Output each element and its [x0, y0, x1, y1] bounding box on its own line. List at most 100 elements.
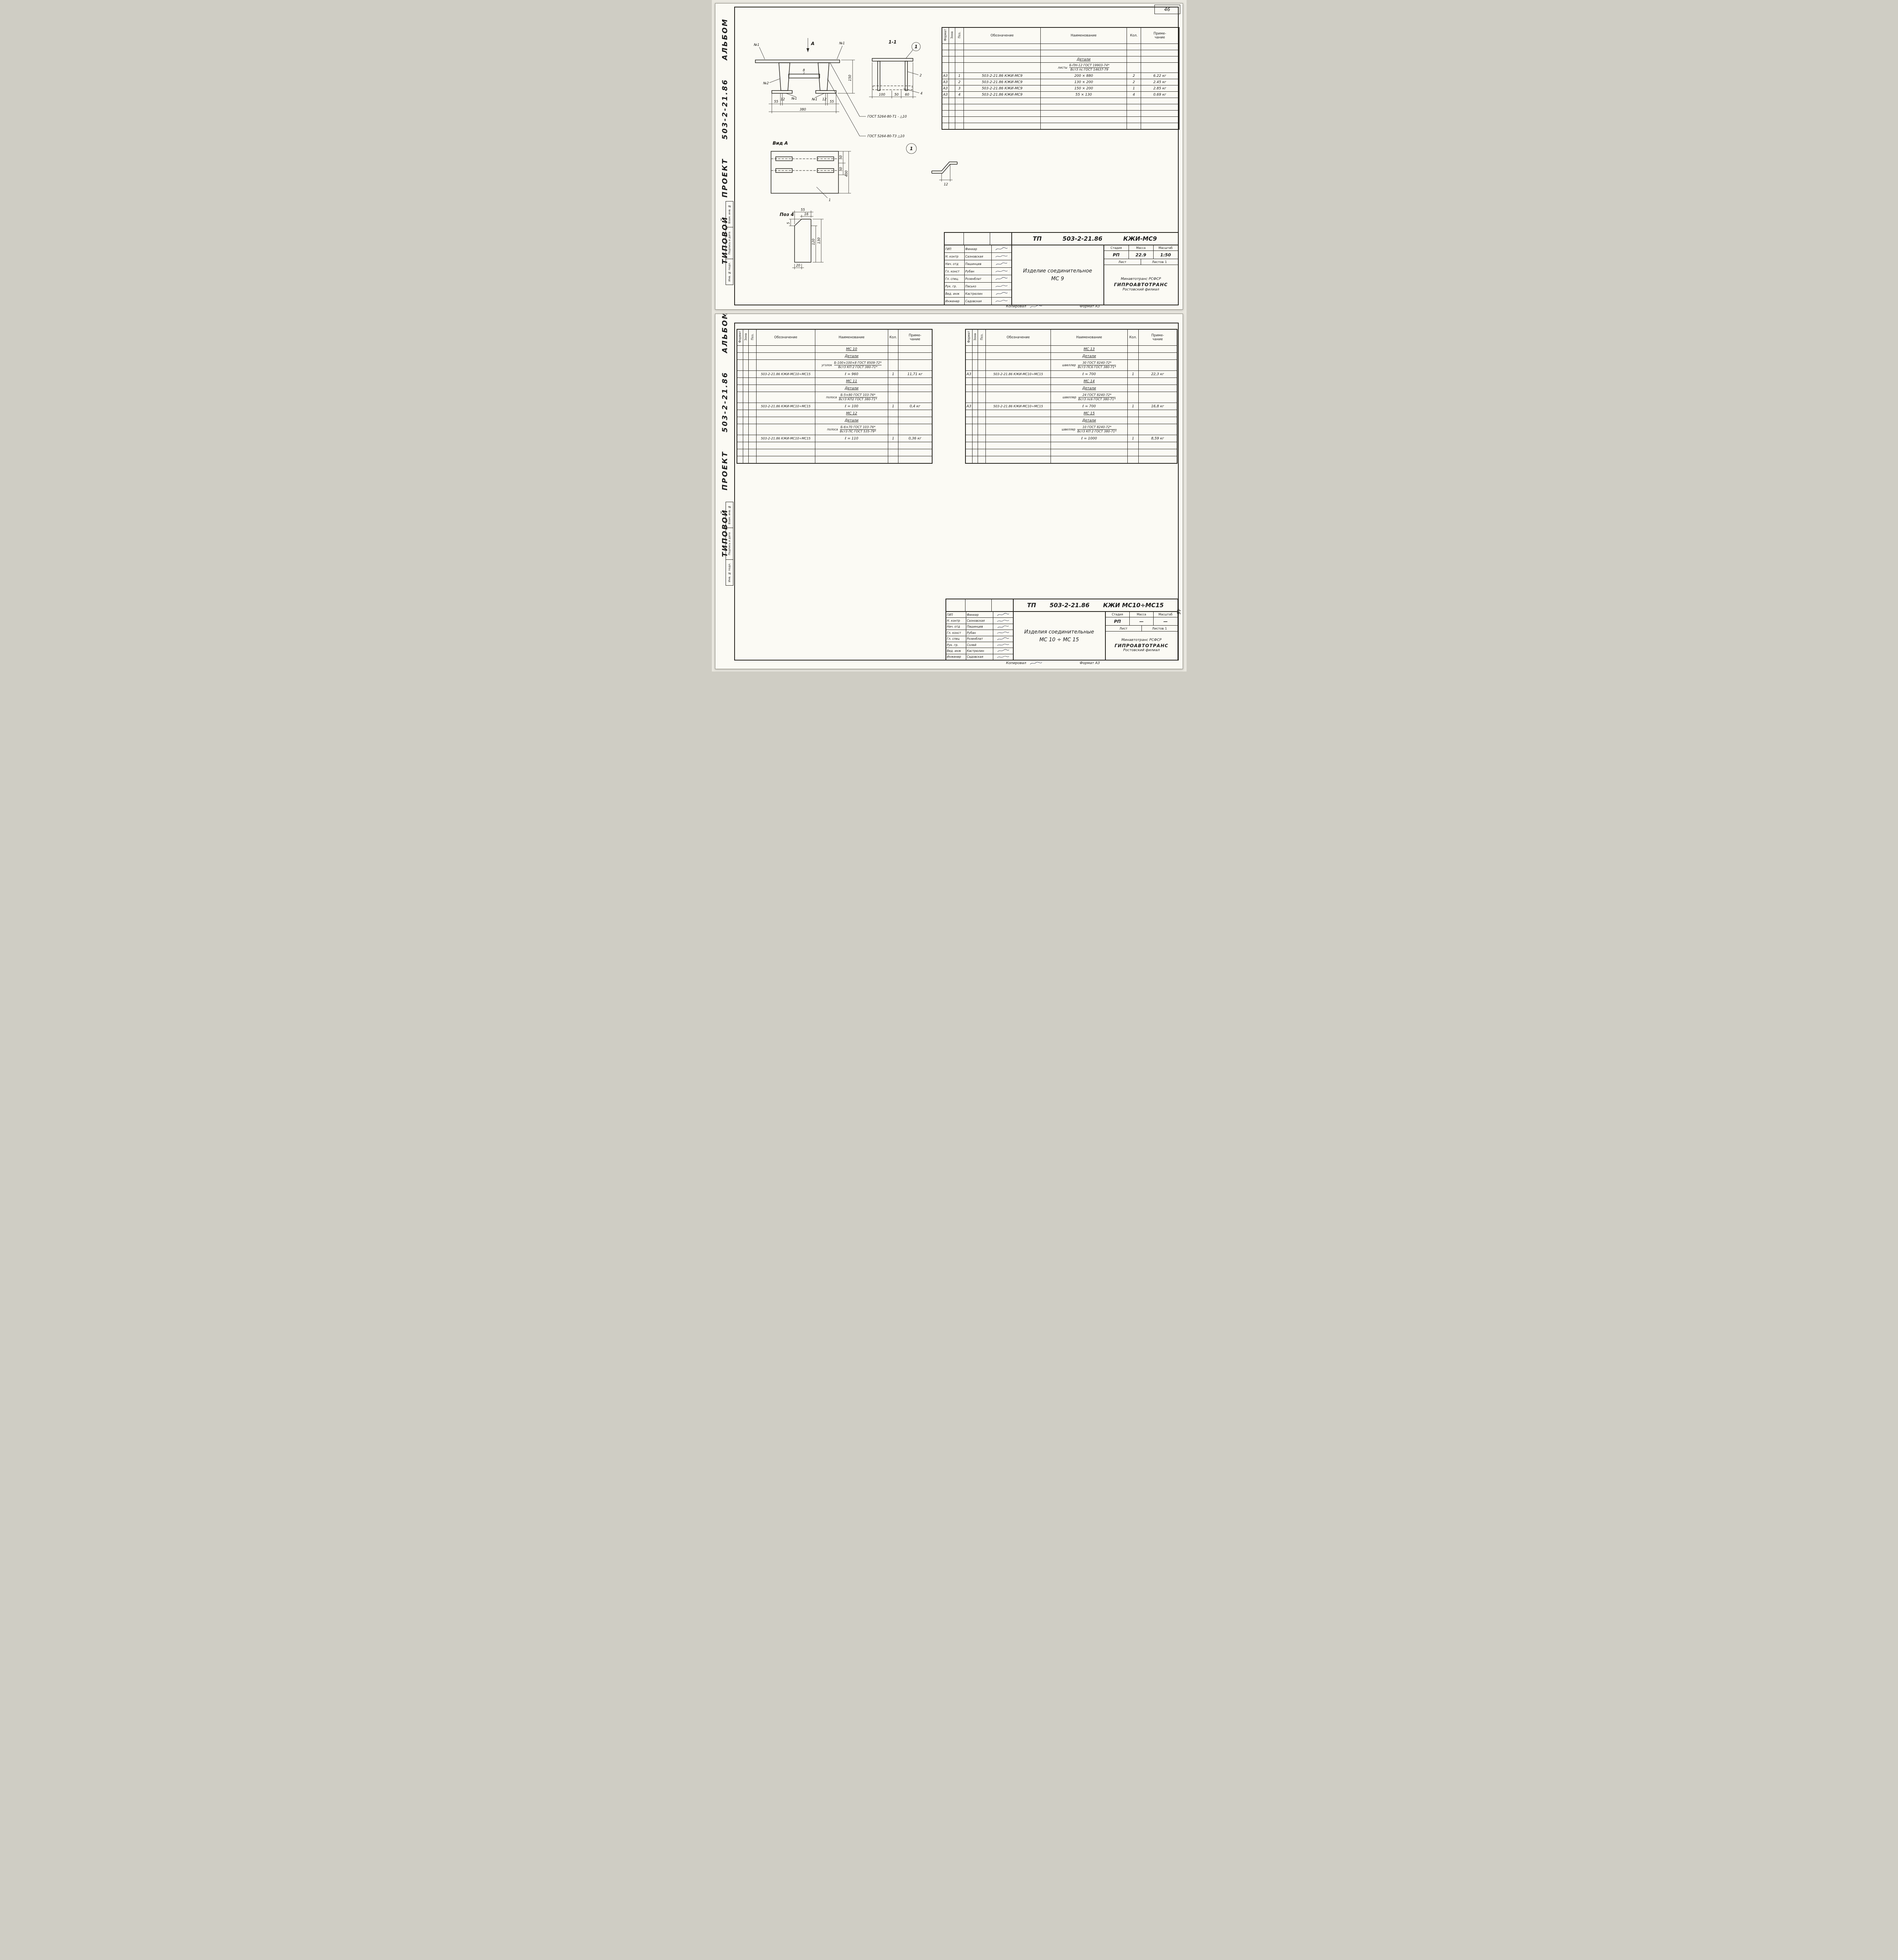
col-header-zone: Зона	[743, 329, 749, 346]
cell-qty: 2	[1127, 79, 1141, 85]
group-section-row: Детали	[965, 385, 1177, 392]
svg-text:2: 2	[920, 74, 922, 78]
cell-note: 6.22 кг	[1141, 73, 1179, 79]
material-line2: Вст3 пс ГОСТ 14637-79	[1070, 68, 1109, 71]
group-title-row: МС 11	[737, 377, 932, 385]
cell-note: 2.85 кг	[1141, 85, 1179, 92]
copied-signature	[1030, 662, 1042, 664]
dim-20: 20	[796, 264, 800, 268]
stamp-inv-podl: Инв. № подл.	[725, 559, 733, 586]
format-line: Формат А3	[1080, 305, 1100, 309]
col-header-format: Формат	[942, 27, 949, 44]
stage-mass-scale-values: РП 22.9 1:50	[1104, 251, 1178, 259]
copied-line: Копировал	[1006, 661, 1043, 665]
detail-balloon-1: 1	[906, 143, 916, 154]
dim-60: 60	[905, 93, 909, 97]
col-header-pos: Поз.	[748, 329, 757, 346]
cell-qty: 1	[1127, 85, 1141, 92]
label-8: 8	[803, 69, 805, 73]
group-title-row: МС 14	[965, 377, 1177, 385]
signature	[997, 625, 1009, 628]
label-n1-c: №1	[791, 97, 797, 101]
group-section-row: Детали	[737, 417, 932, 424]
col-header-pos: Поз.	[978, 329, 986, 346]
mass-value: 22.9	[1129, 251, 1154, 259]
col-header-note: Приме-чание	[898, 329, 932, 346]
col-header-format: Формат	[737, 329, 743, 346]
signature	[997, 649, 1009, 652]
dim-100: 100	[878, 93, 885, 97]
label-n2: №2	[763, 82, 769, 85]
group-item-row: 503-2-21.86 КЖИ-МС10÷МС15 ℓ = 960 1 11,7…	[737, 370, 932, 378]
svg-text:1: 1	[914, 44, 917, 49]
group-item-row: 503-2-21.86 КЖИ-МС10÷МС15 ℓ = 110 1 0,36…	[737, 435, 932, 442]
cell-designation: 503-2-21.86 КЖИ-МС9	[964, 79, 1041, 85]
spec-item-row: А3 2 503-2-21.86 КЖИ-МС9 130 × 200 2 2.4…	[942, 79, 1179, 85]
stamp-inv-podl: Инв. № подл.	[725, 259, 733, 285]
front-view	[755, 60, 840, 94]
copied-signature	[1030, 305, 1042, 308]
stamp-vzam-inv: Взам. инв. №	[725, 201, 733, 227]
cell-name: 55 × 130	[1040, 91, 1127, 98]
signature	[995, 270, 1007, 272]
signature	[997, 632, 1009, 634]
doc-code: КЖИ МС10÷МС15	[1103, 602, 1164, 609]
section-1-1: 1-1 100 50 60	[869, 39, 922, 98]
svg-text:ГОСТ 5264-80-Т3 △10: ГОСТ 5264-80-Т3 △10	[867, 134, 905, 138]
label-n1-b: №1	[839, 42, 845, 45]
group-section-row: Детали	[737, 385, 932, 392]
copied-line: Копировал	[1006, 305, 1043, 309]
dim-12-left: 12	[780, 98, 785, 102]
person-row: Рук. гр.Солей	[946, 642, 1013, 648]
section-title-details: Детали	[1040, 56, 1127, 63]
col-header-zone: Зона	[972, 329, 978, 346]
col-header-qty: Кол.	[888, 329, 898, 346]
spec-table-ms13-ms15: Формат Зона Поз. Обозначение Наименовани…	[965, 329, 1178, 464]
label-n1-a: №1	[753, 43, 759, 47]
col-header-name: Наименование	[1051, 329, 1128, 346]
col-header-pos: Поз.	[955, 27, 964, 44]
cell-note: 0.69 кг	[1141, 91, 1179, 98]
spec-table-ms9: Формат Зона Поз. Обозначение Наименовани…	[941, 27, 1179, 130]
format-label: Формат А3	[1080, 661, 1100, 665]
view-direction-arrow: А	[806, 38, 814, 52]
cell-name: 130 × 200	[1040, 79, 1127, 85]
signature	[997, 637, 1009, 640]
signature	[997, 613, 1009, 616]
cell-format: А3	[942, 73, 949, 79]
doc-number: 503-2-21.86	[1062, 235, 1103, 242]
doc-code: КЖИ-МС9	[1123, 235, 1157, 242]
group-section-row: Детали	[965, 417, 1177, 424]
col-header-designation: Обозначение	[964, 27, 1041, 44]
cell-pos: 4	[955, 91, 964, 98]
dim-12-right: 12	[822, 98, 826, 102]
spec-section-row: Детали	[942, 56, 1179, 63]
cell-designation: 503-2-21.86 КЖИ-МС9	[964, 91, 1041, 98]
side-page-number: 46	[1176, 608, 1181, 615]
dim-55-left: 55	[774, 100, 778, 104]
scanned-drawing-page: 46 ТИПОВОЙ ПРОЕКТ 503-2-21.86 АЛЬБОМ IV …	[711, 0, 1187, 671]
front-view-part-labels: №1 №1 №2 8 №1 №1	[753, 42, 845, 102]
dim-150: 150	[848, 75, 852, 81]
col-header-name: Наименование	[1040, 27, 1127, 44]
cell-pos: 3	[955, 85, 964, 92]
signature	[997, 620, 1009, 622]
drawing-views-ms9: А №1 №1 №2 8 №1 №1	[753, 38, 958, 269]
dim-55-right: 55	[829, 100, 834, 104]
spec-material-row: листы Б-ПН-12 ГОСТ 19903-74* Вст3 пс ГОС…	[942, 62, 1179, 73]
copied-label: Копировал	[1006, 305, 1026, 309]
dim-120: 120	[812, 239, 816, 245]
cell-format: А3	[942, 91, 949, 98]
spec-header-row: Формат Зона Поз. Обозначение Наименовани…	[965, 329, 1177, 346]
